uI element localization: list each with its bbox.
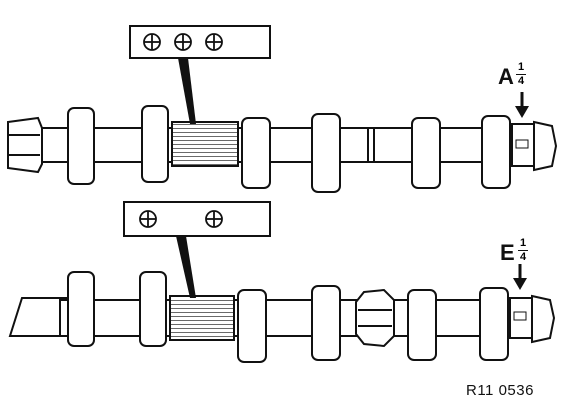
top-camshaft [7, 105, 558, 193]
top-cam [141, 105, 169, 183]
bottom-fraction-numerator: 1 [519, 237, 527, 249]
top-cam [481, 115, 511, 189]
top-marking-band [171, 121, 239, 167]
bottom-shaft [59, 299, 549, 337]
top-pointer [178, 58, 196, 124]
bottom-arrow-icon [513, 264, 527, 290]
bottom-cam [67, 271, 95, 347]
bottom-fraction-denominator: 4 [519, 251, 527, 263]
top-cam [241, 117, 271, 189]
top-hex-nut [7, 116, 43, 174]
bottom-pointer [176, 236, 196, 298]
bottom-cam [479, 287, 509, 361]
top-cam-fraction: 1 4 [516, 62, 526, 87]
top-cam [411, 117, 441, 189]
bottom-cam [139, 271, 167, 347]
top-cam [67, 107, 95, 185]
top-fraction-numerator: 1 [517, 61, 525, 73]
top-marking-legend [129, 25, 271, 124]
top-arrow-icon [515, 92, 529, 118]
top-cam [311, 113, 341, 193]
bottom-marking-band [169, 295, 235, 341]
bottom-camshaft [8, 271, 556, 363]
reference-code: R11 0536 [466, 382, 534, 399]
bottom-hex-nut [355, 288, 395, 348]
top-fraction-denominator: 4 [517, 75, 525, 87]
bottom-marking-legend [123, 201, 271, 298]
bottom-cam [311, 285, 341, 361]
bottom-end-cap [531, 294, 556, 344]
top-end-cap [533, 120, 558, 172]
bottom-legend-plate [123, 201, 271, 237]
bottom-cam-letter: E [500, 240, 515, 265]
bottom-cam [237, 289, 267, 363]
bottom-cam-fraction: 1 4 [518, 238, 528, 263]
top-cam-letter: A [498, 64, 514, 89]
bottom-cam [407, 289, 437, 361]
